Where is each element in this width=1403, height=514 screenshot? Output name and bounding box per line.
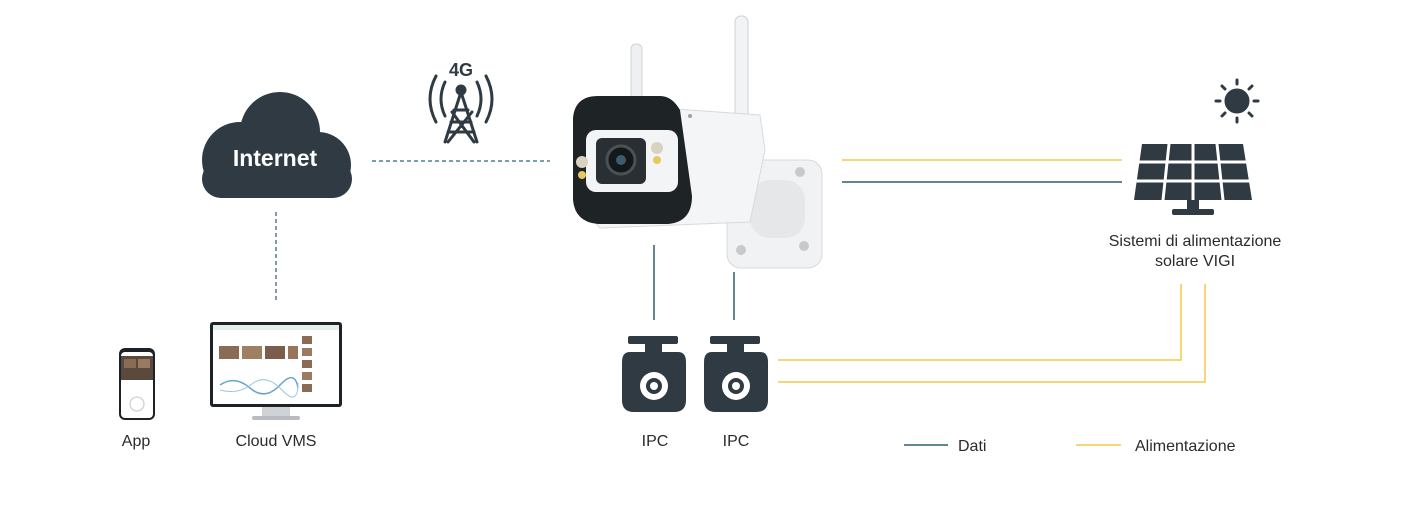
ipc-label-2: IPC (722, 433, 750, 450)
sun-icon (1214, 78, 1260, 124)
smartphone-icon (119, 348, 155, 420)
legend-data-label: Dati (958, 438, 987, 455)
solar-panel-icon (1134, 143, 1252, 215)
4g-bullet-camera (573, 15, 823, 269)
solar-label-line-2: solare VIGI (1154, 253, 1236, 270)
solar-system-label: Sistemi di alimentazione solare VIGI (1095, 232, 1295, 272)
cell-tower-icon (428, 74, 494, 144)
app-label: App (121, 433, 151, 450)
solar-label-line-1: Sistemi di alimentazione (1108, 233, 1282, 250)
legend-power-label: Alimentazione (1135, 438, 1236, 455)
cloud-vms-label: Cloud VMS (235, 433, 317, 450)
4g-label: 4G (448, 60, 473, 80)
ipc-label-1: IPC (641, 433, 669, 450)
ipc-camera-icon (622, 336, 686, 412)
internet-label: Internet (232, 145, 318, 171)
cloud-vms-monitor (210, 322, 342, 420)
ipc-camera-icon (704, 336, 768, 412)
solar-to-ipc-power-line-2 (778, 284, 1206, 383)
internet-cloud (202, 92, 352, 198)
solar-to-ipc-power-line-1 (778, 284, 1182, 361)
